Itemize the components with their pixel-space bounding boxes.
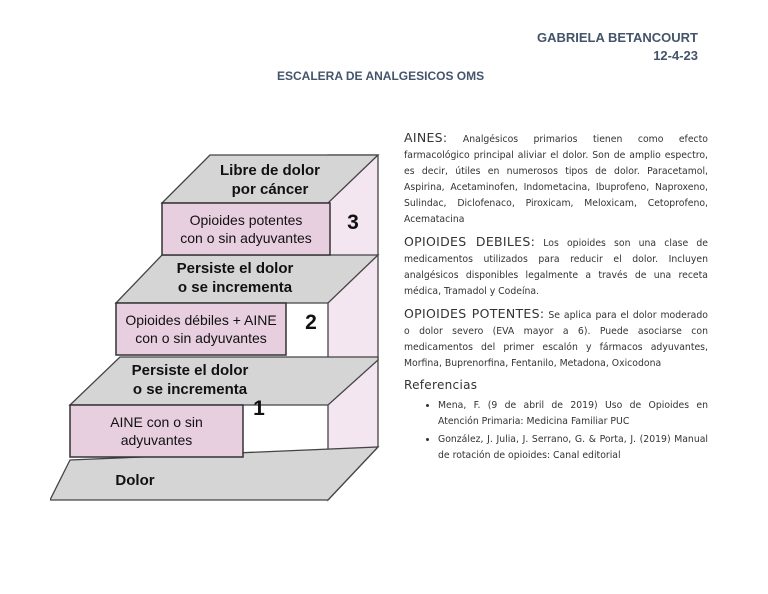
reference-item: Mena, F. (9 de abril de 2019) Uso de Opi… [438, 398, 708, 430]
riser2-text: Persiste el dolor o se incrementa [135, 259, 335, 297]
step3-line2: con o sin adyuvantes [180, 230, 312, 246]
step3-box [161, 202, 331, 256]
document-title: ESCALERA DE ANALGESICOS OMS [277, 69, 485, 83]
aines-title: AINES: [404, 130, 448, 145]
text-column: AINES: Analgésicos primarios tienen como… [404, 130, 708, 466]
step3-box-text: Opioides potentes con o sin adyuvantes [162, 211, 330, 247]
base-label: Dolor [115, 472, 155, 489]
step2-number: 2 [305, 311, 317, 334]
riser2-line2: o se incrementa [177, 279, 293, 296]
step2-box [115, 302, 287, 356]
opioides-potentes-text: Se aplica para el dolor moderado o dolor… [404, 310, 708, 369]
references-list: Mena, F. (9 de abril de 2019) Uso de Opi… [404, 398, 708, 464]
step1-box [69, 404, 244, 458]
step2-line1: Opioides débiles + AINE [125, 312, 277, 328]
riser2-line1: Persiste el dolor [176, 260, 294, 277]
top-line2: por cáncer [231, 181, 309, 198]
step2-box-text: Opioides débiles + AINE con o sin adyuva… [116, 311, 286, 347]
step3-line1: Opioides potentes [189, 212, 303, 228]
author-name: GABRIELA BETANCOURT [536, 30, 698, 45]
opioides-debiles-paragraph: OPIOIDES DEBILES: Los opioides son una c… [404, 234, 708, 300]
opioides-potentes-paragraph: OPIOIDES POTENTES: Se aplica para el dol… [404, 306, 708, 372]
step2-line2: con o sin adyuvantes [135, 330, 267, 346]
riser1-line2: o se incrementa [132, 381, 248, 398]
step1-tread [68, 356, 379, 406]
top-line1: Libre de dolor [219, 162, 320, 179]
opioides-debiles-title: OPIOIDES DEBILES: [404, 234, 536, 249]
ladder-shapes [50, 154, 380, 502]
aines-paragraph: AINES: Analgésicos primarios tienen como… [404, 130, 708, 228]
base-slab [50, 446, 380, 501]
analgesic-ladder-diagram: Dolor AINE con o sin adyuvantes 1 Persis… [50, 135, 395, 515]
step1-line1: AINE con o sin [110, 414, 203, 430]
references-title: Referencias [404, 378, 478, 392]
step1-number: 1 [253, 397, 265, 420]
aines-text: Analgésicos primarios tienen como efecto… [404, 134, 708, 225]
step1-box-text: AINE con o sin adyuvantes [70, 413, 243, 449]
riser1-line1: Persiste el dolor [131, 362, 249, 379]
opioides-potentes-title: OPIOIDES POTENTES: [404, 306, 545, 321]
top-text: Libre de dolor por cáncer [190, 161, 350, 199]
step3-number: 3 [347, 211, 359, 234]
riser1-text: Persiste el dolor o se incrementa [90, 361, 290, 399]
step1-line2: adyuvantes [120, 432, 193, 448]
opioides-debiles-text: Los opioides son una clase de medicament… [404, 238, 708, 297]
document-date: 12-4-23 [653, 48, 698, 63]
reference-item: González, J. Julia, J. Serrano, G. & Por… [438, 432, 708, 464]
